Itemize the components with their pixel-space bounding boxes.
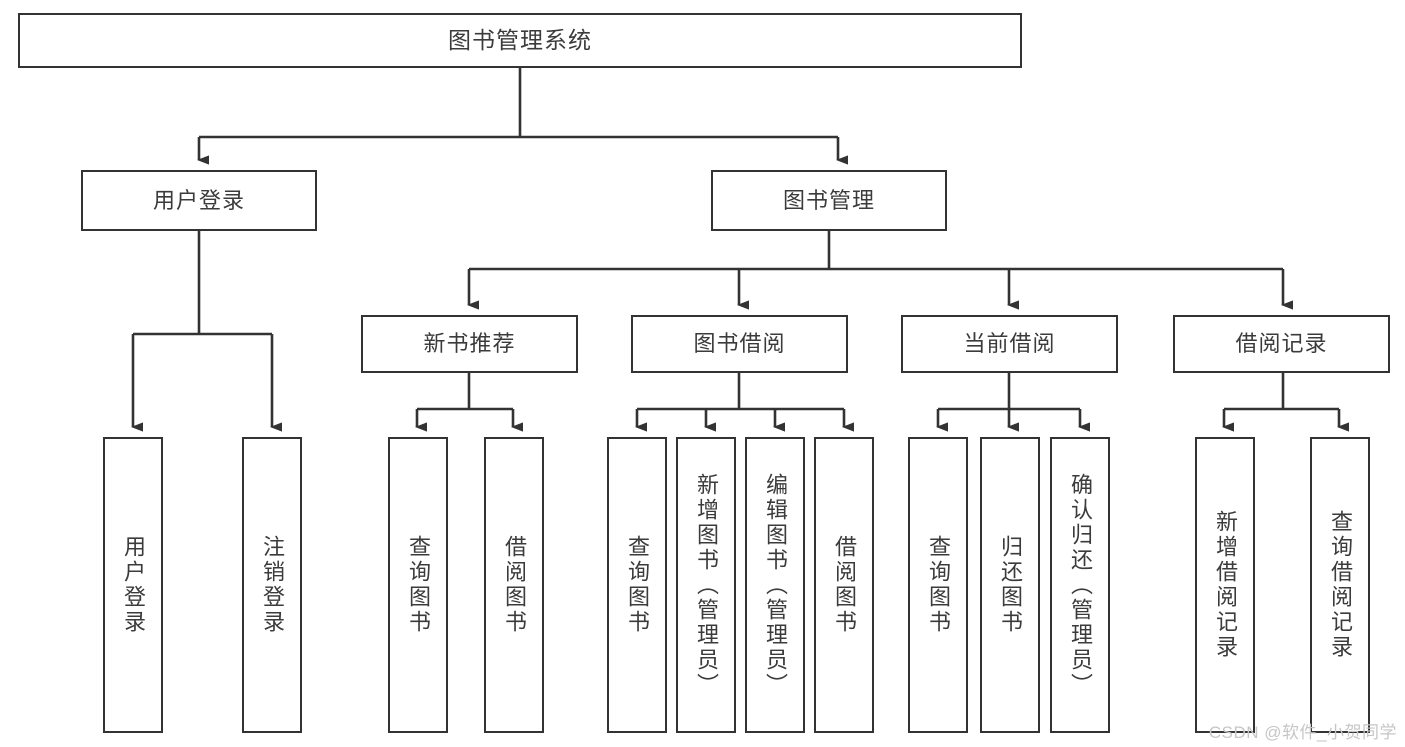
node-borrow-record[interactable]: 借阅记录 <box>1173 315 1390 373</box>
node-leaf-query-book-bor-label: 查询图书 <box>624 535 650 635</box>
node-leaf-query-record-label: 查询借阅记录 <box>1327 510 1353 660</box>
node-leaf-confirm-return-label: 确认归还（管理员） <box>1067 472 1093 698</box>
node-current-borrow[interactable]: 当前借阅 <box>901 315 1118 373</box>
node-leaf-query-book-rec[interactable]: 查询图书 <box>388 437 448 733</box>
node-user-login[interactable]: 用户登录 <box>81 170 317 231</box>
node-leaf-logout[interactable]: 注销登录 <box>242 437 302 733</box>
node-leaf-query-record[interactable]: 查询借阅记录 <box>1310 437 1370 733</box>
node-leaf-query-book-bor[interactable]: 查询图书 <box>607 437 667 733</box>
node-book-manage[interactable]: 图书管理 <box>711 170 947 231</box>
node-leaf-user-login-label: 用户登录 <box>120 535 146 635</box>
node-book-borrow-label: 图书借阅 <box>693 331 786 357</box>
node-leaf-logout-label: 注销登录 <box>259 535 285 635</box>
node-root[interactable]: 图书管理系统 <box>18 13 1022 68</box>
node-leaf-add-record-label: 新增借阅记录 <box>1212 510 1238 660</box>
node-leaf-return-book-label: 归还图书 <box>997 535 1023 635</box>
watermark-text: CSDN @软件_小贺同学 <box>1208 723 1397 742</box>
node-root-label: 图书管理系统 <box>448 26 592 53</box>
node-leaf-borrow-book-rec-label: 借阅图书 <box>501 535 527 635</box>
node-leaf-user-login[interactable]: 用户登录 <box>103 437 163 733</box>
node-new-book-recommend-label: 新书推荐 <box>423 331 516 357</box>
node-book-manage-label: 图书管理 <box>782 187 875 213</box>
node-leaf-query-book-rec-label: 查询图书 <box>405 535 431 635</box>
node-leaf-add-record[interactable]: 新增借阅记录 <box>1195 437 1255 733</box>
node-leaf-add-book-label: 新增图书（管理员） <box>693 472 719 698</box>
node-current-borrow-label: 当前借阅 <box>963 331 1056 357</box>
node-leaf-edit-book-label: 编辑图书（管理员） <box>762 472 788 698</box>
node-leaf-borrow-book-bor-label: 借阅图书 <box>831 535 857 635</box>
node-borrow-record-label: 借阅记录 <box>1235 331 1328 357</box>
node-leaf-borrow-book-rec[interactable]: 借阅图书 <box>484 437 544 733</box>
node-book-borrow[interactable]: 图书借阅 <box>631 315 848 373</box>
node-leaf-borrow-book-bor[interactable]: 借阅图书 <box>814 437 874 733</box>
node-leaf-query-book-cur[interactable]: 查询图书 <box>908 437 968 733</box>
node-leaf-return-book[interactable]: 归还图书 <box>980 437 1040 733</box>
node-leaf-query-book-cur-label: 查询图书 <box>925 535 951 635</box>
node-leaf-edit-book[interactable]: 编辑图书（管理员） <box>745 437 805 733</box>
node-leaf-add-book[interactable]: 新增图书（管理员） <box>676 437 736 733</box>
node-new-book-recommend[interactable]: 新书推荐 <box>361 315 578 373</box>
node-leaf-confirm-return[interactable]: 确认归还（管理员） <box>1050 437 1110 733</box>
node-user-login-label: 用户登录 <box>152 187 245 213</box>
